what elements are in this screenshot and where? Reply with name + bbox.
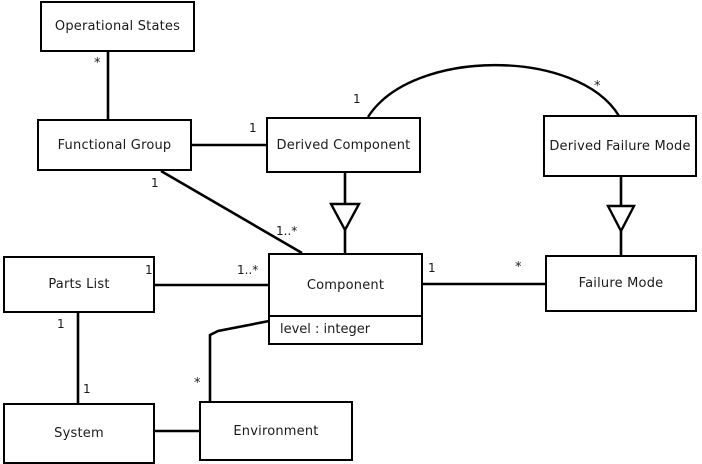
uml-class-name: Derived Component [276,137,411,153]
multiplicity-derived-fm-arc: * [594,79,601,94]
multiplicity-derived-comp-arc: 1 [353,92,361,106]
uml-class-attributes: level : integer [270,315,421,343]
multiplicity-op-states-to-fg: * [94,56,101,71]
multiplicity-fg-to-derived-comp: 1 [249,121,257,135]
uml-class-name: Component [306,277,385,293]
multiplicity-failure-mode-left: * [515,260,522,275]
uml-class-parts-list[interactable]: Parts List [3,256,155,313]
uml-attribute: level : integer [280,322,371,337]
uml-class-environment[interactable]: Environment [199,401,353,461]
uml-class-functional-group[interactable]: Functional Group [37,119,192,171]
edge-functional-group-component [160,169,303,255]
uml-class-derived-failure-mode[interactable]: Derived Failure Mode [543,115,697,177]
multiplicity-component-left: 1..* [237,263,259,277]
uml-class-system[interactable]: System [3,403,155,464]
multiplicity-system-top: 1 [83,382,91,396]
uml-class-component[interactable]: Component level : integer [268,253,423,345]
multiplicity-component-right: 1 [428,261,436,275]
multiplicity-fg-to-component: 1 [151,176,159,190]
generalization-arrow-derived-component [328,202,362,233]
uml-class-name: Failure Mode [578,276,664,291]
uml-class-name: Parts List [48,277,110,292]
edge-derived-component-derived-failure-mode [366,64,621,118]
uml-class-name: System [54,426,104,441]
uml-class-name: Environment [233,423,319,439]
uml-class-derived-component[interactable]: Derived Component [266,117,421,173]
uml-class-name: Derived Failure Mode [549,138,691,154]
multiplicity-component-from-fg: 1..* [276,224,298,238]
uml-class-name: Operational States [54,19,181,34]
multiplicity-environment-top: * [194,376,201,391]
multiplicity-parts-list-right: 1 [145,263,153,277]
uml-class-operational-states[interactable]: Operational States [40,1,195,52]
multiplicity-parts-list-bottom: 1 [57,317,65,331]
generalization-arrow-derived-failure-mode [606,204,636,234]
uml-class-name: Functional Group [57,137,172,153]
uml-class-failure-mode[interactable]: Failure Mode [545,255,697,312]
